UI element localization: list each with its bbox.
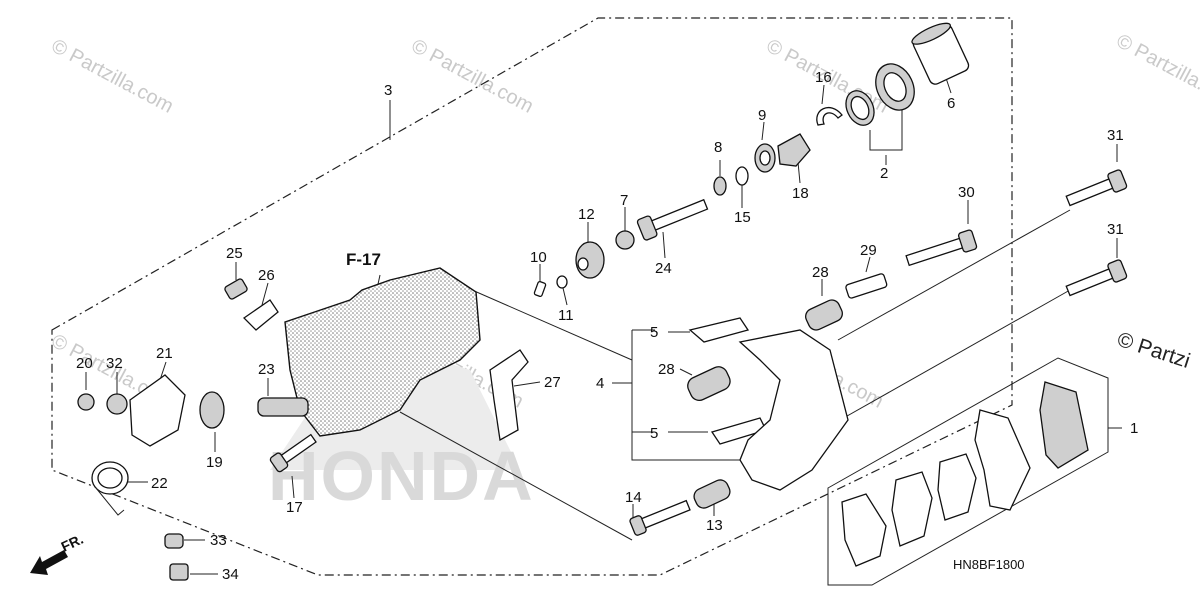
callout-9: 9 bbox=[758, 107, 766, 124]
callout-15: 15 bbox=[734, 209, 751, 226]
boot-part bbox=[687, 366, 731, 402]
bleeder-part bbox=[169, 563, 189, 581]
lever-part bbox=[129, 374, 186, 447]
callout-32: 32 bbox=[106, 355, 123, 372]
callout-4: 4 bbox=[596, 375, 604, 392]
watermark-text: © Partzilla.com bbox=[1113, 30, 1200, 113]
honda-brand-text: HONDA bbox=[268, 437, 535, 515]
o-ring-part bbox=[556, 275, 568, 289]
bolt-part bbox=[905, 229, 978, 267]
shaft-part bbox=[636, 198, 709, 241]
circlip-part bbox=[816, 106, 843, 126]
caliper-body-part bbox=[284, 267, 481, 437]
brake-pad-part bbox=[974, 409, 1031, 511]
cam-part bbox=[575, 241, 605, 279]
callout-17: 17 bbox=[286, 499, 303, 516]
callout-22: 22 bbox=[151, 475, 168, 492]
callout-10: 10 bbox=[530, 249, 547, 266]
boot-part bbox=[199, 391, 225, 429]
boot-part bbox=[805, 299, 843, 331]
diagram-code: HN8BF1800 bbox=[953, 557, 1025, 572]
callouts: 1 2 3 4 5 5 6 7 8 9 10 11 12 13 14 15 16… bbox=[76, 69, 1138, 583]
pad-retainer-part bbox=[489, 349, 529, 442]
callout-1: 1 bbox=[1130, 420, 1138, 437]
bolt-part bbox=[1065, 169, 1128, 207]
washer-part bbox=[735, 166, 749, 186]
callout-20: 20 bbox=[76, 355, 93, 372]
callout-25: 25 bbox=[226, 245, 243, 262]
callout-21: 21 bbox=[156, 345, 173, 362]
callout-28: 28 bbox=[658, 361, 675, 378]
bracket-part bbox=[738, 329, 849, 491]
watermark-edge-text: © Partzi bbox=[1114, 328, 1192, 373]
piston-seal-part bbox=[845, 63, 915, 126]
adjuster-part bbox=[754, 133, 811, 173]
callout-19: 19 bbox=[206, 454, 223, 471]
callout-7: 7 bbox=[620, 192, 628, 209]
callout-18: 18 bbox=[792, 185, 809, 202]
cap-part bbox=[164, 533, 184, 549]
callout-12: 12 bbox=[578, 206, 595, 223]
callout-5: 5 bbox=[650, 425, 658, 442]
brake-pad-part bbox=[891, 471, 933, 547]
washer-part bbox=[713, 176, 727, 196]
callout-34: 34 bbox=[222, 566, 239, 583]
callout-5: 5 bbox=[650, 324, 658, 341]
pin-part bbox=[533, 280, 547, 298]
front-direction-label: FR. bbox=[59, 531, 86, 555]
pin-part bbox=[257, 397, 309, 417]
boot-part bbox=[693, 479, 731, 509]
front-direction-arrow bbox=[30, 550, 68, 575]
bolt-part bbox=[1065, 259, 1128, 297]
callout-33: 33 bbox=[210, 532, 227, 549]
callout-3: 3 bbox=[384, 82, 392, 99]
callout-23: 23 bbox=[258, 361, 275, 378]
brake-pad-part bbox=[841, 493, 887, 567]
bracket-group-line bbox=[612, 329, 752, 461]
spring-part bbox=[91, 461, 129, 516]
parts bbox=[30, 22, 1128, 581]
callout-27: 27 bbox=[544, 374, 561, 391]
nut-part bbox=[615, 230, 635, 250]
callout-29: 29 bbox=[860, 242, 877, 259]
callout-13: 13 bbox=[706, 517, 723, 534]
bolt-part bbox=[269, 433, 317, 473]
callout-24: 24 bbox=[655, 260, 672, 277]
callout-14: 14 bbox=[625, 489, 642, 506]
watermark-text: © Partzilla.com bbox=[48, 35, 177, 118]
callout-6: 6 bbox=[947, 95, 955, 112]
callout-2: 2 bbox=[880, 165, 888, 182]
brake-pad-part bbox=[1039, 381, 1089, 469]
cap-part bbox=[242, 299, 279, 331]
callout-28: 28 bbox=[812, 264, 829, 281]
callout-11: 11 bbox=[558, 307, 574, 324]
brake-pad-part bbox=[937, 453, 977, 521]
callout-31: 31 bbox=[1107, 127, 1124, 144]
bleeder-part bbox=[224, 278, 248, 300]
reference-label: F-17 bbox=[346, 250, 381, 269]
piston-part bbox=[911, 22, 970, 85]
callout-16: 16 bbox=[815, 69, 832, 86]
washer-part bbox=[106, 393, 128, 415]
pin-bolt-part bbox=[629, 499, 691, 536]
watermarks: © Partzilla.com © Partzilla.com © Partzi… bbox=[48, 30, 1200, 413]
callout-31: 31 bbox=[1107, 221, 1124, 238]
watermark-text: © Partzilla.com bbox=[408, 35, 537, 118]
leader-lines bbox=[85, 71, 1122, 575]
pad-set-box bbox=[827, 357, 1109, 586]
callout-26: 26 bbox=[258, 267, 275, 284]
nut-part bbox=[77, 393, 95, 411]
callout-8: 8 bbox=[714, 139, 722, 156]
callout-30: 30 bbox=[958, 184, 975, 201]
sleeve-part bbox=[845, 273, 888, 299]
pad-spring-part bbox=[688, 317, 750, 343]
